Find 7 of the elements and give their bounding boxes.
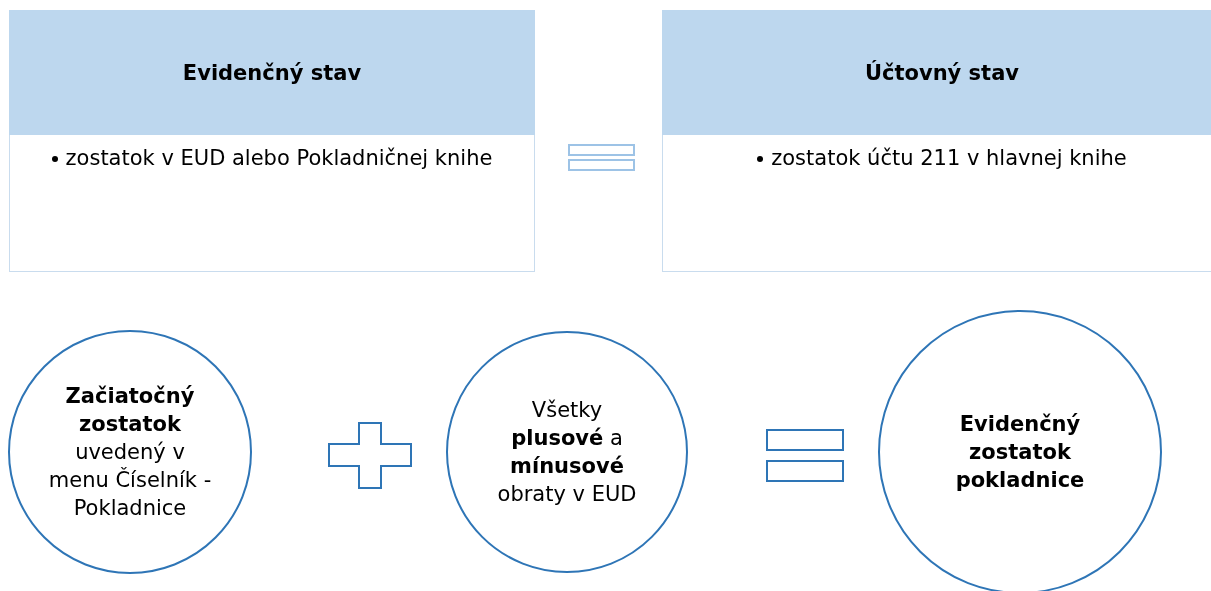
circle-text: Evidenčný zostatok pokladnice <box>954 411 1086 494</box>
circle-text: Začiatočný zostatok uvedený v menu Číselník - Pokladnice <box>47 383 213 522</box>
bullet-item: zostatok účtu 211 v hlavnej knihe <box>771 146 1127 170</box>
card-heading: Účtovný stav <box>662 10 1211 135</box>
circle-text: Všetky plusové a mínusové obraty v EUD <box>496 397 638 508</box>
card-heading: Evidenčný stav <box>9 10 535 135</box>
bullet-item: zostatok v EUD alebo Pokladničnej knihe <box>65 146 493 170</box>
